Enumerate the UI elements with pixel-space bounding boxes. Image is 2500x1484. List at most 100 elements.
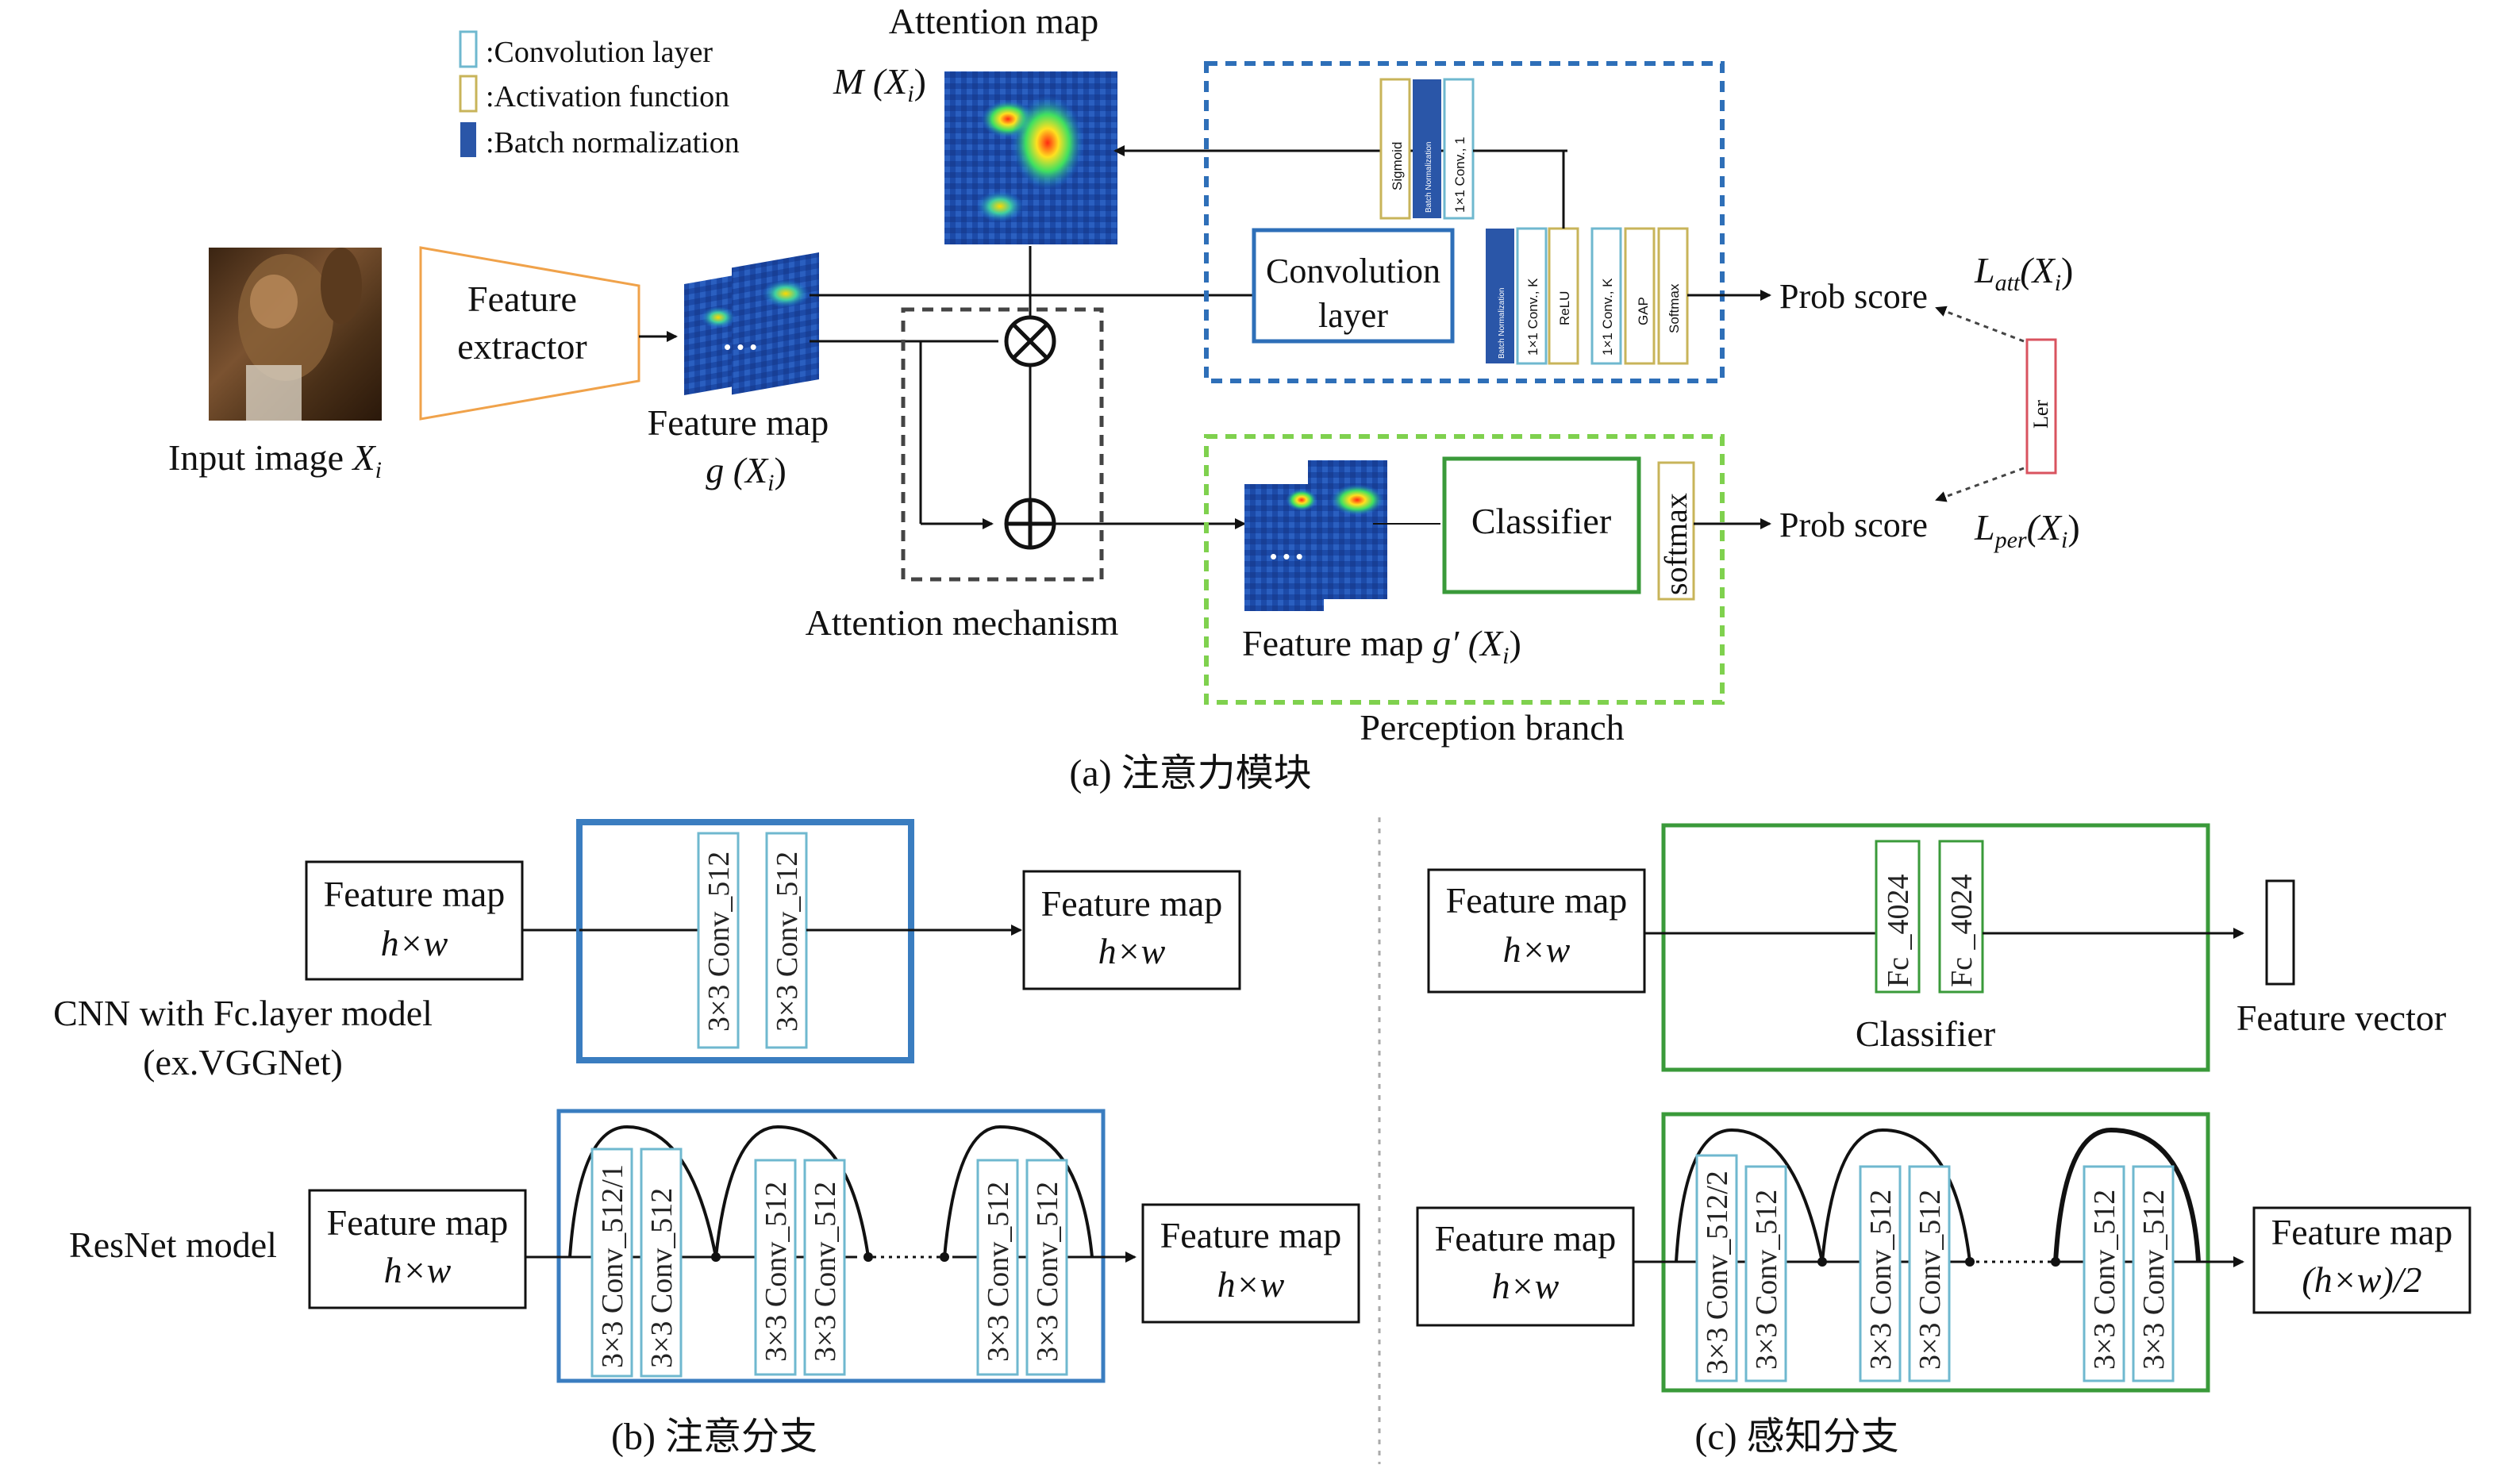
prob-score-top: Prob score — [1779, 277, 1928, 316]
c-row2-output-hw: (h×w)/2 — [2302, 1259, 2421, 1300]
svg-text:Lper(Xi): Lper(Xi) — [1974, 507, 2080, 553]
b-row2-conv-2 — [640, 1148, 683, 1378]
b-row1-conv-1-label: 3×3 Conv_512 — [702, 852, 736, 1032]
svg-text:g (Xi): g (Xi) — [706, 450, 787, 496]
l-per: L — [1974, 507, 1995, 548]
caption-a: (a) 注意力模块 — [1069, 752, 1311, 794]
attention-map-func: M ( — [833, 61, 887, 102]
c-row2-input-box — [1416, 1206, 1635, 1327]
bn-block-1-label: Batch Normalization — [1498, 288, 1506, 359]
c-row2-conv-5 — [2083, 1165, 2125, 1382]
l-att: L — [1974, 250, 1995, 290]
l-att-sub: att — [1995, 270, 2021, 296]
svg-text:Feature map g′ (Xi): Feature map g′ (Xi) — [1242, 623, 1521, 669]
conv-1x1-k2-block — [1590, 227, 1622, 365]
conv-1x1-k-label: 1×1 Conv., K — [1525, 278, 1540, 356]
l-per-sub: per — [1994, 527, 2027, 553]
b-row1-conv-2 — [765, 832, 808, 1049]
add-operator — [1004, 498, 1056, 550]
b-row2-conv-6-label: 3×3 Conv_512 — [1031, 1182, 1064, 1362]
feature-map-close: ) — [774, 450, 786, 490]
b-row2-input-label: Feature map — [327, 1202, 509, 1243]
input-sub: i — [375, 457, 382, 483]
conv-1x1-k2-label: 1×1 Conv., K — [1600, 278, 1615, 356]
gap-label: GAP — [1636, 297, 1651, 325]
legend-bn-label: :Batch normalization — [486, 126, 740, 160]
l-per-close: ) — [2067, 507, 2079, 548]
softmax-small-label: Softmax — [1667, 283, 1682, 333]
b-row2-input-hw: h×w — [384, 1250, 452, 1290]
c-row1-input-hw: h×w — [1503, 929, 1571, 970]
legend: :Convolution layer :Activation function … — [459, 30, 740, 160]
convolution-layer-box — [1252, 228, 1455, 344]
attention-map-title: Attention map — [889, 1, 1098, 41]
b-row2-conv-6 — [1025, 1159, 1068, 1376]
bn-block-1 — [1486, 229, 1514, 363]
b-row2-block — [556, 1109, 1106, 1383]
c-row2-conv-6 — [2132, 1165, 2175, 1382]
conv-1x1-1-block — [1443, 78, 1475, 220]
feature-map2-stack: • • • — [1244, 460, 1387, 611]
b-row1-model-line1: CNN with Fc.layer model — [53, 993, 433, 1033]
l-att-arg-sub: i — [2055, 270, 2061, 296]
relu-label: ReLU — [1557, 291, 1572, 325]
c-row1-input-box — [1427, 868, 1646, 994]
svg-text:• • •: • • • — [1270, 544, 1303, 568]
c-row2-conv-1-label: 3×3 Conv_512/2 — [1701, 1171, 1734, 1374]
l-per-arg: (X — [2027, 507, 2063, 548]
b-row2-conv-5-label: 3×3 Conv_512 — [982, 1182, 1015, 1362]
c-classifier-block — [1661, 823, 2210, 1072]
b-row1-input-box — [305, 860, 524, 981]
c-fc-1-label: Fc _4024 — [1882, 875, 1915, 988]
b-row2-model: ResNet model — [69, 1224, 277, 1265]
feature-map-stack: • • • — [684, 252, 819, 396]
c-row2-skip-arcs — [1675, 1127, 2201, 1267]
b-row1-conv-2-label: 3×3 Conv_512 — [771, 852, 804, 1032]
l-att-arg: (X — [2020, 250, 2056, 290]
softmax-small-block — [1657, 227, 1689, 365]
b-row1-model-line2: (ex.VGGNet) — [143, 1042, 343, 1082]
l-att-close: ) — [2061, 250, 2073, 290]
l-per-arg-sub: i — [2061, 527, 2067, 553]
legend-conv-swatch — [459, 30, 478, 68]
c-row1-input-label: Feature map — [1446, 880, 1628, 921]
svg-text:Input image Xi: Input image Xi — [168, 437, 382, 483]
b-row2-skip-arcs — [568, 1125, 1094, 1262]
b-row2-conv-5 — [976, 1159, 1019, 1376]
bn-block-2 — [1413, 79, 1441, 218]
feature-map-func: g ( — [706, 450, 748, 490]
input-image-label: Input image — [168, 437, 353, 478]
b-row2-conv-4-label: 3×3 Conv_512 — [809, 1182, 842, 1362]
ler-box — [2025, 338, 2057, 475]
c-row2-conv-2 — [1744, 1165, 1787, 1382]
feature-map-sub: i — [767, 470, 774, 496]
b-row1-conv-1 — [697, 832, 740, 1049]
c-row2-conv-2-label: 3×3 Conv_512 — [1750, 1190, 1783, 1370]
c-row2-input-label: Feature map — [1435, 1218, 1617, 1259]
c-feature-vector-label: Feature vector — [2237, 998, 2446, 1038]
b-row2-conv-1-label: 3×3 Conv_512/1 — [596, 1164, 629, 1368]
perception-branch-box — [1204, 434, 1725, 705]
attention-map-image — [944, 71, 1117, 244]
c-row2-conv-6-label: 3×3 Conv_512 — [2137, 1190, 2171, 1370]
b-row1-input-label: Feature map — [324, 874, 506, 914]
convolution-layer-line1: Convolution — [1266, 252, 1440, 290]
feature-map2-close: ) — [1509, 623, 1521, 663]
b-row1-output-label: Feature map — [1041, 883, 1223, 924]
c-row2-conv-1 — [1695, 1154, 1738, 1382]
legend-bn-swatch — [460, 122, 476, 157]
c-row2-output-box — [2252, 1206, 2471, 1314]
b-row1-output-box — [1022, 870, 1241, 990]
sigmoid-block — [1379, 78, 1411, 220]
c-row2-conv-3 — [1859, 1165, 1902, 1382]
c-row2-conv-3-label: 3×3 Conv_512 — [1864, 1190, 1898, 1370]
conv-1x1-1-label: 1×1 Conv., 1 — [1452, 136, 1467, 213]
convolution-layer-line2: layer — [1318, 296, 1388, 335]
c-feature-vector-box — [2265, 879, 2295, 986]
b-row2-output-hw: h×w — [1217, 1264, 1285, 1305]
c-row2-block — [1661, 1112, 2210, 1393]
feature-map2-label: Feature map — [1242, 623, 1433, 663]
b-row2-convs: 3×3 Conv_512/1 3×3 Conv_512 3×3 Conv_512… — [590, 1148, 1068, 1378]
svg-text:M (Xi): M (Xi) — [833, 61, 926, 107]
